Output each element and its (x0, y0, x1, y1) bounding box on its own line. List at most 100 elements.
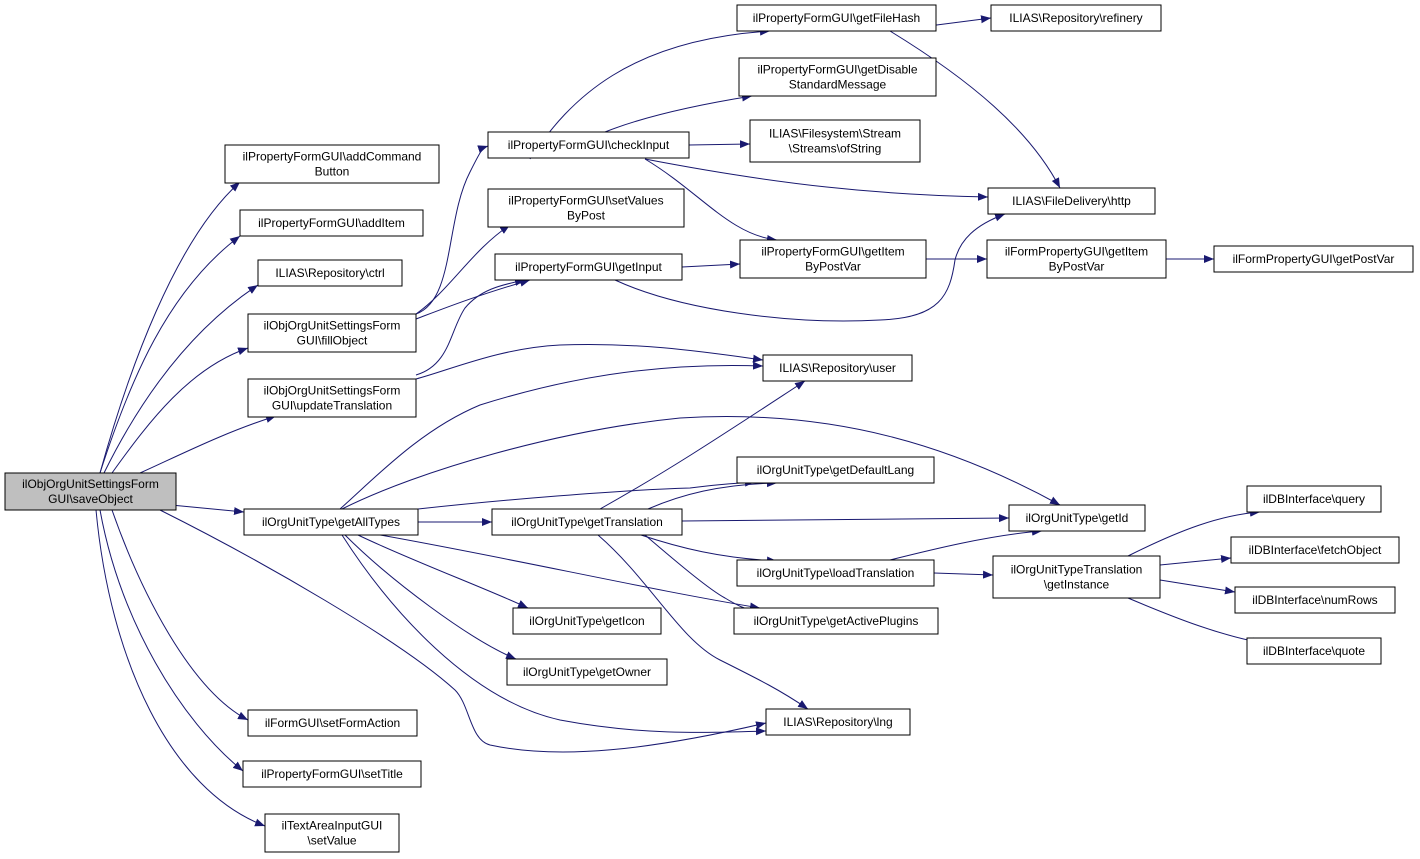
call-edge (170, 504, 245, 516)
node-label: ilPropertyFormGUI\setValues (508, 194, 663, 208)
call-edge (379, 534, 761, 611)
graph-node-getAllTypes[interactable]: ilOrgUnitType\getAllTypes (243, 508, 419, 536)
graph-node-getDefaultLang[interactable]: ilOrgUnitType\getDefaultLang (736, 456, 935, 484)
node-label: ILIAS\Repository\user (779, 361, 896, 375)
node-box (257, 259, 403, 287)
graph-node-getInput[interactable]: ilPropertyFormGUI\getInput (494, 253, 683, 281)
call-edge (1159, 555, 1232, 566)
node-label: ilDBInterface\quote (1263, 644, 1365, 658)
node-label: ilPropertyFormGUI\getDisable (757, 63, 917, 77)
node-box (512, 607, 662, 635)
call-edge (99, 235, 241, 474)
node-label: ilPropertyFormGUI\getItem (761, 245, 904, 259)
node-box (1246, 637, 1382, 665)
call-edge (681, 514, 1010, 523)
call-edge (415, 278, 526, 376)
node-box (224, 144, 440, 184)
graph-node-getDisableStd[interactable]: ilPropertyFormGUI\getDisableStandardMess… (738, 57, 937, 97)
node-label: ilFormGUI\setFormAction (265, 716, 400, 730)
graph-node-dbQuote[interactable]: ilDBInterface\quote (1246, 637, 1382, 665)
graph-node-ofString[interactable]: ILIAS\Filesystem\Stream\Streams\ofString (749, 119, 921, 163)
graph-node-checkInput[interactable]: ilPropertyFormGUI\checkInput (487, 131, 690, 159)
graph-node-fdHttp[interactable]: ILIAS\FileDelivery\http (987, 187, 1156, 215)
node-box (749, 119, 921, 163)
graph-node-taSetValue[interactable]: ilTextAreaInputGUI\setValue (264, 813, 400, 853)
call-edge (640, 534, 778, 565)
node-box (1246, 485, 1382, 513)
graph-node-setFormAction[interactable]: ilFormGUI\setFormAction (247, 709, 418, 737)
graph-node-repoCtrl[interactable]: ILIAS\Repository\ctrl (257, 259, 403, 287)
graph-node-dbFetchObject[interactable]: ilDBInterface\fetchObject (1230, 536, 1400, 564)
graph-node-updateTranslation[interactable]: ilObjOrgUnitSettingsFormGUI\updateTransl… (247, 378, 417, 418)
node-label: ilOrgUnitType\getTranslation (511, 515, 663, 529)
node-label: ilOrgUnitType\getOwner (523, 665, 651, 679)
graph-node-trGetInstance[interactable]: ilOrgUnitTypeTranslation\getInstance (992, 555, 1161, 599)
node-box (247, 709, 418, 737)
node-label: ILIAS\Repository\ctrl (275, 266, 384, 280)
node-label: ilPropertyFormGUI\addCommand (243, 150, 422, 164)
graph-node-setTitle[interactable]: ilPropertyFormGUI\setTitle (242, 760, 422, 788)
call-edge (889, 527, 1043, 561)
graph-node-getActivePlugins[interactable]: ilOrgUnitType\getActivePlugins (733, 607, 939, 635)
graph-node-addItem[interactable]: ilPropertyFormGUI\addItem (239, 209, 424, 237)
node-label: ilOrgUnitType\getActivePlugins (754, 614, 919, 628)
graph-node-loadTranslation[interactable]: ilOrgUnitType\loadTranslation (736, 559, 935, 587)
call-edge (95, 509, 266, 827)
call-edge (415, 224, 511, 315)
node-label: ByPost (567, 209, 606, 223)
node-box (506, 658, 668, 686)
graph-node-getTranslation[interactable]: ilOrgUnitType\getTranslation (491, 508, 683, 536)
graph-node-getIcon[interactable]: ilOrgUnitType\getIcon (512, 607, 662, 635)
graph-node-repoUser[interactable]: ILIAS\Repository\user (762, 354, 913, 382)
node-box (736, 4, 937, 32)
node-label: \setValue (307, 834, 356, 848)
graph-node-repoRefinery[interactable]: ILIAS\Repository\refinery (990, 4, 1162, 32)
node-box (264, 813, 400, 853)
graph-node-getOwner[interactable]: ilOrgUnitType\getOwner (506, 658, 668, 686)
call-edge (688, 140, 751, 149)
node-box (242, 760, 422, 788)
call-edge (159, 509, 767, 753)
node-box (1234, 586, 1396, 614)
node-box (247, 313, 417, 353)
call-edge (933, 570, 994, 579)
call-edge (614, 213, 1006, 322)
call-edge (99, 181, 241, 474)
node-box (487, 188, 685, 228)
node-box (736, 456, 935, 484)
node-label: ilPropertyFormGUI\getFileHash (753, 11, 920, 25)
graph-node-getId[interactable]: ilOrgUnitType\getId (1008, 504, 1146, 532)
call-edge (99, 509, 244, 772)
graph-node-dbNumRows[interactable]: ilDBInterface\numRows (1234, 586, 1396, 614)
node-box (491, 508, 683, 536)
call-edge (139, 415, 277, 474)
node-box (733, 607, 939, 635)
call-edge (597, 534, 809, 710)
call-edge (889, 30, 1061, 189)
node-box (239, 209, 424, 237)
call-edge (644, 158, 778, 243)
node-box (1230, 536, 1400, 564)
call-edge (111, 347, 249, 474)
node-label: ilFormPropertyGUI\getPostVar (1233, 252, 1395, 266)
graph-node-getPostVar[interactable]: ilFormPropertyGUI\getPostVar (1213, 245, 1414, 273)
graph-node-repoLng[interactable]: ILIAS\Repository\lng (765, 708, 911, 736)
node-label: StandardMessage (789, 78, 887, 92)
graph-node-dbQuery[interactable]: ilDBInterface\query (1246, 485, 1382, 513)
node-label: ilOrgUnitType\getId (1026, 511, 1129, 525)
node-label: ilDBInterface\query (1263, 492, 1365, 506)
node-box (992, 555, 1161, 599)
node-label: ByPostVar (805, 260, 861, 274)
call-edge (339, 361, 764, 510)
call-edge (415, 278, 531, 320)
node-box (762, 354, 913, 382)
graph-node-getFileHash[interactable]: ilPropertyFormGUI\getFileHash (736, 4, 937, 32)
call-edge (681, 260, 741, 269)
